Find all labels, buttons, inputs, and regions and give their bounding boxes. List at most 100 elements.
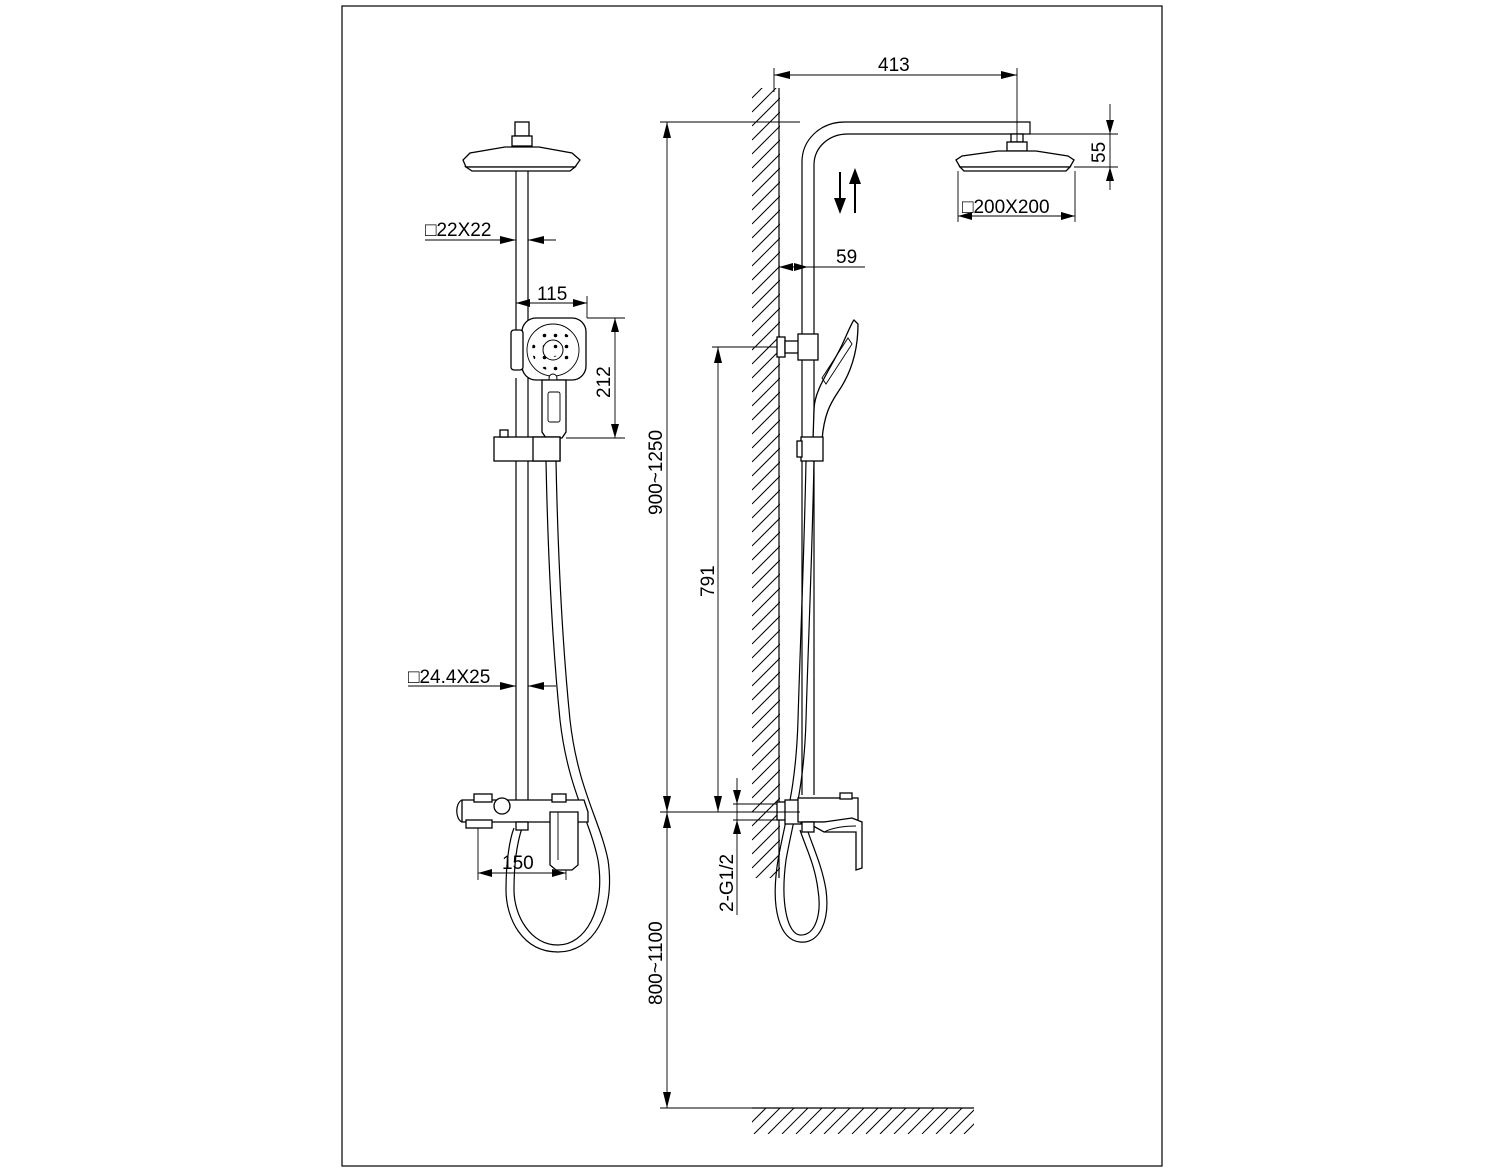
drawing-frame: [341, 5, 1163, 1167]
wall-hatch-line: [752, 573, 780, 603]
wall-hatch-line: [752, 88, 763, 99]
side-view: [752, 88, 1075, 1134]
wall-hatch-line: [752, 265, 780, 295]
wall-hatch-line: [752, 335, 780, 365]
wall-hatch-line: [752, 97, 780, 127]
wall-hatch-line: [752, 713, 780, 743]
wall-hatch-line: [752, 643, 780, 673]
dim-handshower-width: 115: [537, 284, 567, 305]
floor-hatch-line: [963, 1123, 974, 1134]
wall-hatch-line: [752, 489, 780, 519]
wall-hatch-line: [752, 251, 780, 281]
floor-hatch-line: [837, 1108, 865, 1134]
floor-hatch-line: [978, 1108, 1004, 1134]
dim-holder-height: 791: [698, 565, 719, 597]
wall-hatch-line: [752, 601, 780, 631]
wall-hatch-line: [752, 657, 780, 687]
wall-hatch-line: [752, 377, 780, 407]
wall-hatch-line: [752, 685, 780, 715]
wall-hatch-line: [752, 293, 780, 323]
floor-hatch-line: [767, 1108, 795, 1134]
wall-hatch-line: [752, 629, 780, 659]
wall-hatch-line: [752, 559, 780, 589]
floor-hatch: [752, 1108, 1004, 1134]
wall-hatch-line: [752, 699, 780, 729]
dim-head-offset: 55: [1089, 142, 1110, 163]
wall-hatch-line: [752, 349, 780, 379]
rain-head-side: [955, 150, 1075, 168]
wall-hatch-line: [752, 433, 780, 463]
dim-handshower-height: 212: [594, 366, 615, 398]
floor-hatch-line: [809, 1108, 837, 1134]
riser-side: [801, 121, 1031, 795]
wall-hatch-line: [752, 741, 780, 771]
floor-hatch-line: [795, 1108, 823, 1134]
wall-hatch-line: [752, 587, 780, 617]
dim-mixer-width: 150: [502, 853, 534, 874]
wall-hatch-line: [752, 825, 780, 855]
wall-hatch-line: [752, 223, 780, 253]
wall-hatch-line: [752, 783, 780, 813]
floor-hatch-line: [935, 1108, 963, 1134]
dim-inlet: 2-G1/2: [717, 854, 738, 912]
floor-hatch-line: [823, 1108, 851, 1134]
wall-hatch-line: [752, 279, 780, 309]
wall-hatch-line: [752, 307, 780, 337]
wall-hatch-line: [752, 545, 780, 575]
wall-hatch-line: [769, 867, 780, 878]
up-down-arrows-icon: [834, 168, 861, 214]
wall-hatch-line: [752, 769, 780, 799]
wall-hatch-line: [752, 811, 780, 841]
wall-hatch-line: [752, 111, 780, 141]
wall-hatch-line: [752, 363, 780, 393]
wall-hatch-line: [752, 405, 780, 435]
dim-total-height: 900~1250: [646, 430, 667, 515]
wall-hatch-line: [752, 195, 780, 225]
wall-bracket: [776, 336, 786, 358]
floor-hatch-line: [921, 1108, 949, 1134]
dim-wall-offset: 59: [836, 247, 857, 268]
slider-bracket-side: [800, 436, 824, 462]
wall-hatch-line: [752, 209, 780, 239]
wall-hatch-line: [752, 461, 780, 491]
floor-hatch-line: [753, 1108, 781, 1134]
floor-hatch-line: [907, 1108, 935, 1134]
front-view: [456, 121, 611, 953]
wall-hatch-line: [752, 237, 780, 267]
wall-hatch-line: [752, 181, 780, 211]
front-dimensions: □22X22 115 212 □24.4X25 150: [408, 220, 625, 880]
dim-head-size: □200X200: [962, 197, 1050, 218]
wall-hatch-line: [752, 419, 780, 449]
dim-arm-length: 413: [878, 55, 910, 76]
handshower-side: [812, 319, 859, 441]
floor-hatch-line: [851, 1108, 879, 1134]
wall-hatch-line: [752, 727, 780, 757]
wall-hatch-line: [752, 139, 780, 169]
wall-hatch-line: [752, 503, 780, 533]
dim-top-pipe: □22X22: [425, 220, 491, 241]
wall-hatch-line: [752, 531, 780, 561]
floor-hatch-line: [865, 1108, 893, 1134]
floor-hatch-line: [949, 1109, 974, 1134]
wall-hatch-line: [752, 88, 777, 113]
wall-hatch-line: [752, 671, 780, 701]
wall-hatch-line: [752, 517, 780, 547]
side-dimensions: 413 55 □200X200 59 900~1250 791: [646, 55, 1118, 1109]
floor-hatch-line: [879, 1108, 907, 1134]
wall-hatch-line: [752, 475, 780, 505]
wall-hatch-line: [752, 153, 780, 183]
wall-hatch-line: [752, 125, 780, 155]
dim-lower-pipe: □24.4X25: [408, 667, 490, 688]
wall-hatch-line: [752, 755, 780, 785]
floor-hatch-line: [781, 1108, 809, 1134]
wall-hatch-line: [752, 839, 780, 869]
rain-head-front: [462, 146, 581, 168]
floor-hatch-line: [893, 1108, 921, 1134]
wall-hatch-line: [752, 391, 780, 421]
wall-hatch-line: [752, 447, 780, 477]
wall-hatch-line: [755, 853, 780, 878]
floor-hatch-line: [752, 1108, 767, 1123]
wall-hatch: [752, 88, 780, 878]
dim-floor-height: 800~1100: [646, 921, 667, 1005]
wall-hatch-line: [752, 167, 780, 197]
